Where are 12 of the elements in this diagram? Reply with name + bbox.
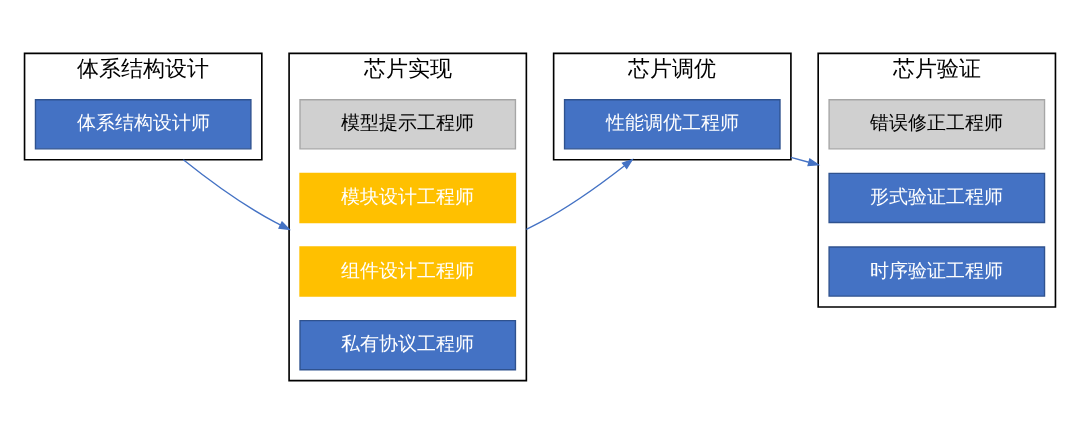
arrow: [790, 156, 821, 166]
node-box: 时序验证工程师: [828, 245, 1046, 297]
arrow: [182, 158, 291, 230]
node-box: 性能调优工程师: [563, 98, 781, 149]
node-box: 组件设计工程师: [299, 245, 517, 297]
node-box: 体系结构设计师: [34, 98, 252, 149]
node-box: 私有协议工程师: [299, 319, 517, 370]
node-box: 形式验证工程师: [828, 172, 1046, 223]
node-box: 模块设计工程师: [299, 172, 517, 223]
node-box: 模型提示工程师: [299, 98, 517, 149]
node-box: 错误修正工程师: [828, 98, 1046, 149]
arrow: [525, 157, 634, 230]
